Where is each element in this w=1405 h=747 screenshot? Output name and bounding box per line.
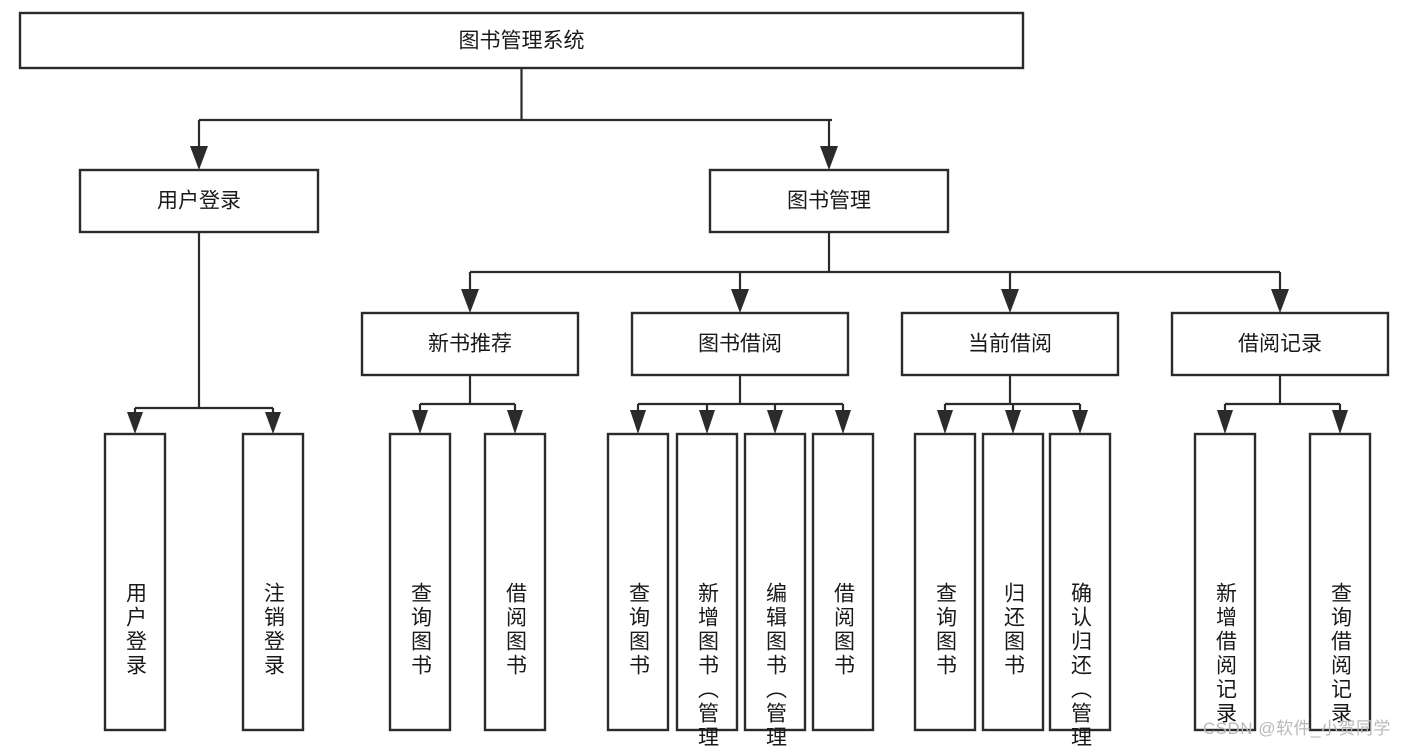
node-user-login-label: 用户登录 [157,190,241,213]
leaf-node[interactable]: 查询借阅记录 [1308,432,1372,732]
node-root-system-box [18,11,1025,70]
node-new-book-recommend[interactable]: 新书推荐 [360,311,580,377]
node-book-management-box [708,168,950,234]
csdn-watermark: CSDN @软件_小贺同学 [1202,719,1391,738]
node-current-borrow-box [900,311,1120,377]
leaf-node[interactable]: 查询图书 [606,432,670,732]
arrowhead-icon [699,410,715,434]
leaf-node-box [1308,432,1372,732]
arrowhead-icon [1072,410,1088,434]
leaf-node-label: 确认归还（管理员） [1069,582,1093,747]
node-borrow-record[interactable]: 借阅记录 [1170,311,1390,377]
leaf-node[interactable]: 借阅图书 [483,432,547,732]
leaf-node-label: 新增图书（管理员） [696,582,720,747]
arrowhead-icon [412,410,428,434]
leaf-node-box [388,432,452,732]
arrowhead-icon [630,410,646,434]
arrowhead-icon [265,412,281,434]
leaf-node-box [483,432,547,732]
node-root-system[interactable]: 图书管理系统 [18,11,1025,70]
leaf-node[interactable]: 借阅图书 [811,432,875,732]
leaf-node[interactable]: 编辑图书（管理员） [743,432,807,747]
leaf-node-label: 注销登录 [262,582,286,678]
arrowhead-icon [767,410,783,434]
node-current-borrow-label: 当前借阅 [968,333,1052,356]
arrowhead-icon [1271,289,1289,313]
leaf-node-box [606,432,670,732]
leaf-node-box [913,432,977,732]
leaf-node[interactable]: 查询图书 [913,432,977,732]
leaf-node-box [241,432,305,732]
leaf-node-box [811,432,875,732]
arrowhead-icon [731,289,749,313]
leaf-node[interactable]: 确认归还（管理员） [1048,432,1112,747]
leaf-node-label: 用户登录 [124,582,148,678]
arrowhead-icon [190,146,208,170]
arrowhead-icon [820,146,838,170]
node-book-borrow-label: 图书借阅 [698,333,782,356]
leaf-node-box [103,432,167,732]
leaf-node-label: 借阅图书 [504,582,528,678]
leaf-node-box [675,432,739,732]
leaf-node-label: 查询图书 [409,582,433,678]
leaf-node-label: 归还图书 [1002,582,1026,678]
leaf-node-box [981,432,1045,732]
leaf-node-box [743,432,807,732]
node-book-management-label: 图书管理 [787,190,871,213]
node-book-management[interactable]: 图书管理 [708,168,950,234]
leaf-node[interactable]: 注销登录 [241,432,305,732]
node-borrow-record-label: 借阅记录 [1238,333,1322,356]
node-root-system-label: 图书管理系统 [459,30,585,53]
node-current-borrow[interactable]: 当前借阅 [900,311,1120,377]
arrowhead-icon [1001,289,1019,313]
node-book-borrow-box [630,311,850,377]
arrowhead-layer [127,146,1348,434]
arrowhead-icon [461,289,479,313]
node-new-book-recommend-label: 新书推荐 [428,333,512,356]
node-borrow-record-box [1170,311,1390,377]
arrowhead-icon [1005,410,1021,434]
node-user-login-box [78,168,320,234]
leaf-node-box [1193,432,1257,732]
arrowhead-icon [1217,410,1233,434]
arrowhead-icon [835,410,851,434]
leaf-node-box [1048,432,1112,732]
leaf-node[interactable]: 查询图书 [388,432,452,732]
leaf-node-label: 查询图书 [627,582,651,678]
leaf-node-label: 编辑图书（管理员） [764,582,788,747]
arrowhead-icon [507,410,523,434]
arrowhead-icon [937,410,953,434]
node-book-borrow[interactable]: 图书借阅 [630,311,850,377]
leaf-node[interactable]: 新增图书（管理员） [675,432,739,747]
arrowhead-icon [1332,410,1348,434]
leaf-node-label: 新增借阅记录 [1214,582,1238,726]
leaf-node-label: 查询借阅记录 [1329,582,1353,726]
leaf-node[interactable]: 归还图书 [981,432,1045,732]
node-user-login[interactable]: 用户登录 [78,168,320,234]
leaf-node[interactable]: 新增借阅记录 [1193,432,1257,732]
leaf-node-label: 借阅图书 [832,582,856,678]
leaf-node-label: 查询图书 [934,582,958,678]
arrowhead-icon [127,412,143,434]
node-new-book-recommend-box [360,311,580,377]
leaf-node[interactable]: 用户登录 [103,432,167,732]
